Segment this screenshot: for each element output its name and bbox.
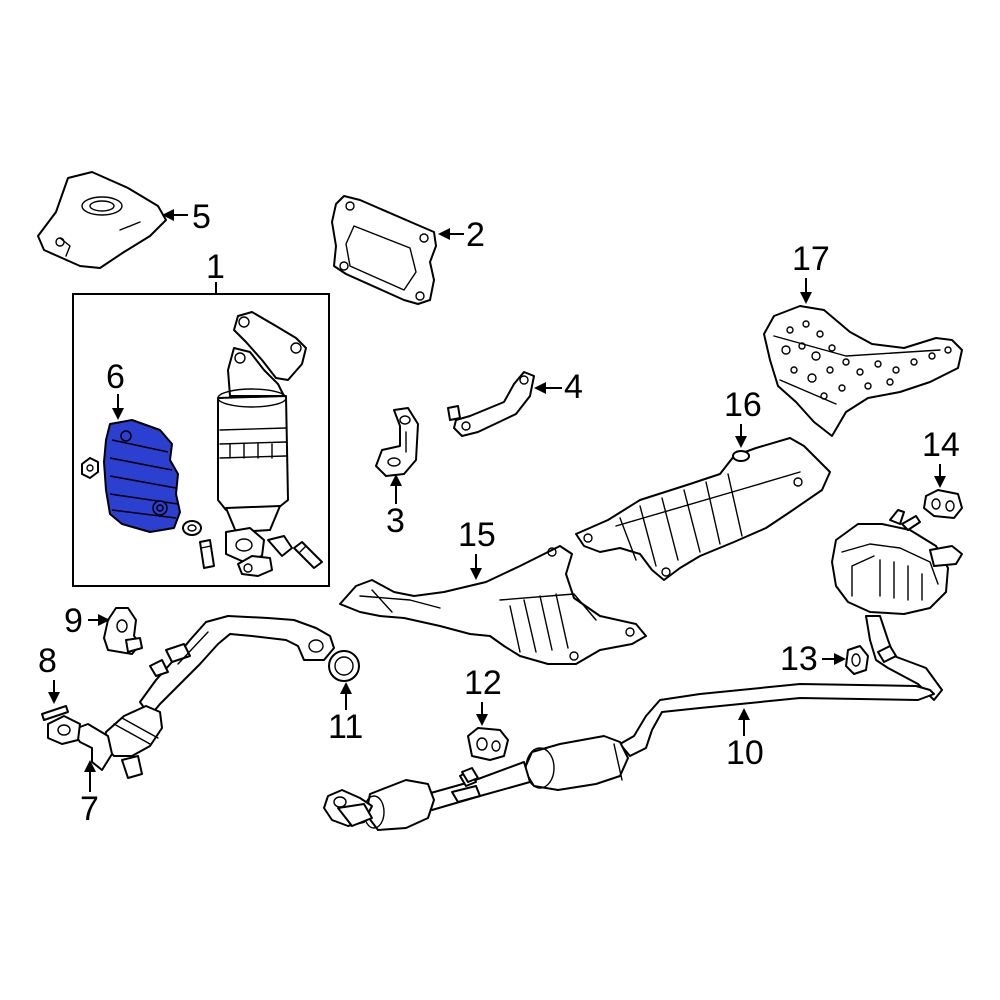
part-8-gasket[interactable]: [41, 705, 69, 721]
part-7-front-pipe[interactable]: [47, 615, 335, 779]
nut-ring[interactable]: [182, 520, 202, 536]
part-11-gasket[interactable]: [328, 650, 360, 682]
callout-3-label: 3: [386, 502, 405, 540]
part-12-hanger[interactable]: [467, 727, 509, 761]
callout-16: 16: [724, 386, 762, 448]
part-9-bracket[interactable]: [103, 607, 143, 655]
part-14-hanger[interactable]: [923, 489, 963, 519]
callout-7-label: 7: [80, 790, 99, 828]
part-10-exhaust-pipe[interactable]: [323, 509, 963, 831]
callout-13: 13: [780, 640, 846, 678]
nut-small[interactable]: [81, 457, 99, 479]
part-3-bracket[interactable]: [375, 407, 419, 477]
stud-left[interactable]: [199, 539, 215, 569]
callout-10-label: 10: [726, 734, 764, 772]
callout-9: 9: [64, 602, 110, 640]
callout-1-label: 1: [206, 248, 225, 286]
callout-4-label: 4: [564, 368, 583, 406]
part-16-heat-shield[interactable]: [575, 437, 831, 581]
callout-11: 11: [328, 682, 363, 746]
callout-15: 15: [458, 516, 496, 580]
callout-5: 5: [162, 198, 211, 236]
callout-5-label: 5: [192, 198, 211, 236]
callout-2-label: 2: [466, 216, 485, 254]
callout-16-label: 16: [724, 386, 762, 424]
part-6-heat-shield-highlighted[interactable]: [103, 419, 181, 533]
callout-15-label: 15: [458, 516, 496, 554]
callout-13-label: 13: [780, 640, 818, 678]
callout-11-label: 11: [328, 708, 363, 746]
callout-8: 8: [38, 642, 60, 704]
callout-7: 7: [80, 760, 99, 828]
part-15-heat-shield[interactable]: [339, 545, 647, 665]
callout-8-label: 8: [38, 642, 57, 680]
callout-17: 17: [792, 240, 830, 304]
assembly-1-box: 1: [72, 248, 330, 587]
callout-17-label: 17: [792, 240, 830, 278]
part-2-gasket[interactable]: [331, 195, 437, 305]
part-13-hanger[interactable]: [845, 645, 869, 675]
callout-12: 12: [464, 664, 502, 726]
callout-4: 4: [534, 368, 583, 406]
callout-12-label: 12: [464, 664, 502, 702]
part-1-catalytic-converter[interactable]: [217, 311, 307, 577]
part-4-bracket[interactable]: [447, 371, 535, 437]
callout-14-label: 14: [922, 426, 960, 464]
callout-2: 2: [438, 216, 485, 254]
callout-3: 3: [386, 474, 405, 540]
callout-6-label: 6: [106, 358, 125, 396]
stud-right[interactable]: [293, 541, 323, 569]
callout-10: 10: [726, 708, 764, 772]
part-5-heat-shield[interactable]: [37, 171, 167, 269]
callout-6: 6: [106, 358, 125, 420]
callout-9-label: 9: [64, 602, 83, 640]
callout-14: 14: [922, 426, 960, 488]
part-17-heat-shield[interactable]: [763, 305, 963, 437]
